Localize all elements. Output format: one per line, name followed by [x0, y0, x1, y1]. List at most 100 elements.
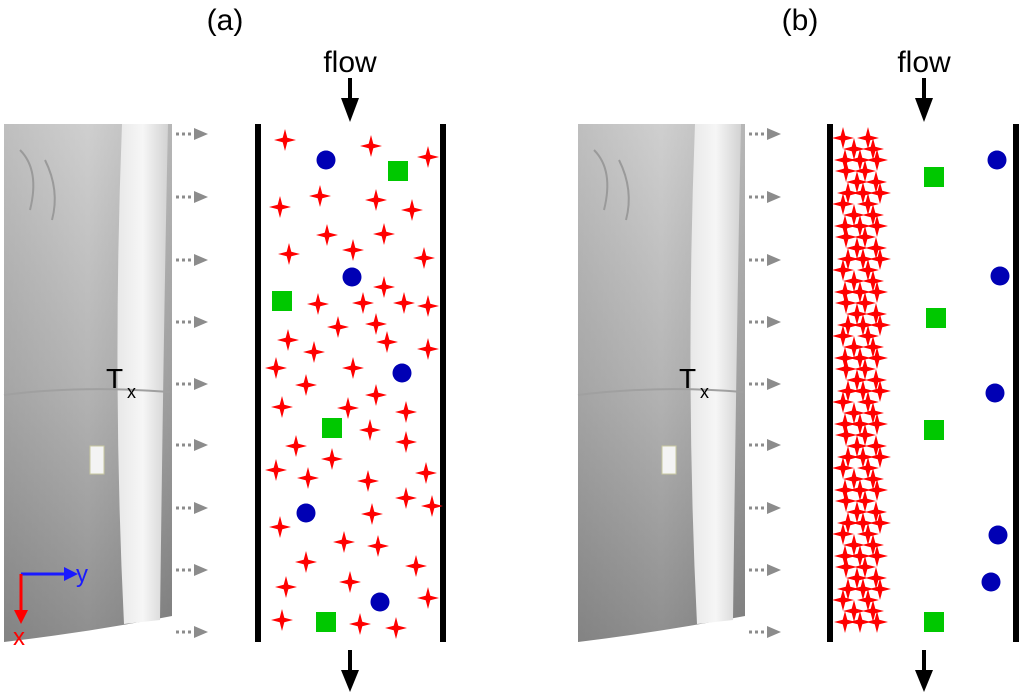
star-particle [857, 193, 879, 215]
star-particle [843, 204, 865, 226]
star-particle [862, 468, 884, 490]
star-particle [857, 391, 879, 413]
star-particle [865, 567, 887, 589]
x-axis-label: x [13, 624, 25, 651]
star-particle [271, 609, 293, 631]
star-particle [835, 226, 857, 248]
square-particle [926, 308, 946, 328]
star-particle [417, 338, 439, 360]
circle-particle [990, 266, 1010, 286]
star-particle [834, 215, 856, 237]
star-particle [365, 189, 387, 211]
star-particle [862, 402, 884, 424]
star-particle [834, 347, 856, 369]
circle-particle [981, 572, 1001, 592]
star-particle [852, 578, 874, 600]
star-particle [349, 613, 371, 635]
star-particle [832, 259, 854, 281]
star-particle [869, 314, 891, 336]
star-particle [265, 459, 287, 481]
star-particle [865, 369, 887, 391]
circle-particle [296, 503, 316, 523]
weld-band-a [117, 124, 168, 624]
star-particle [869, 248, 891, 270]
pipe-photo-a [3, 124, 172, 642]
star-particle [837, 446, 859, 468]
star-particle [849, 413, 871, 435]
star-particle [865, 501, 887, 523]
circle-particle [370, 592, 390, 612]
square-particle [316, 612, 336, 632]
star-particle [269, 516, 291, 538]
star-particle [857, 589, 879, 611]
circle-particle [342, 267, 362, 287]
star-particle [843, 600, 865, 622]
star-particle [852, 380, 874, 402]
star-particle [357, 470, 379, 492]
star-particle [854, 160, 876, 182]
star-particle [265, 357, 287, 379]
square-particle [924, 420, 944, 440]
star-particle [837, 314, 859, 336]
star-particle [849, 149, 871, 171]
star-particle [832, 193, 854, 215]
star-particle [834, 413, 856, 435]
star-particle [275, 576, 297, 598]
star-particle [846, 237, 868, 259]
circle-particle [987, 150, 1007, 170]
star-particle [274, 129, 296, 151]
heat-arrow [176, 439, 208, 451]
star-particle [295, 551, 317, 573]
heat-arrow [176, 378, 208, 390]
star-particle [835, 160, 857, 182]
star-particle [277, 329, 299, 351]
particles-b [832, 127, 1010, 633]
heat-arrow [176, 502, 208, 514]
star-particle [297, 467, 319, 489]
star-particle [352, 292, 374, 314]
flow-arrow-bottom-a [341, 650, 359, 692]
star-particle [854, 358, 876, 380]
temperature-subscript-a: x [127, 382, 136, 402]
star-particle [373, 276, 395, 298]
weld-band-b [690, 124, 741, 624]
star-particle [854, 556, 876, 578]
star-particle [393, 292, 415, 314]
star-particle [862, 600, 884, 622]
heat-arrow [749, 316, 781, 328]
star-particle [269, 196, 291, 218]
star-particle [365, 384, 387, 406]
star-particle [865, 237, 887, 259]
star-particle [837, 380, 859, 402]
heat-arrow [749, 502, 781, 514]
star-particle [834, 545, 856, 567]
star-particle [327, 316, 349, 338]
star-particle [843, 534, 865, 556]
star-particle [832, 523, 854, 545]
flow-arrow-top-b [915, 78, 933, 122]
axis-indicator: y x [13, 561, 88, 651]
star-particle [862, 270, 884, 292]
star-particle [278, 243, 300, 265]
star-particle [866, 479, 888, 501]
square-particle [924, 612, 944, 632]
star-particle [869, 578, 891, 600]
star-particle [843, 270, 865, 292]
star-particle [342, 357, 364, 379]
particles-a [265, 129, 443, 639]
star-particle [852, 248, 874, 270]
star-particle [866, 611, 888, 633]
star-particle [846, 435, 868, 457]
square-particle [924, 167, 944, 187]
star-particle [866, 413, 888, 435]
star-particle [367, 535, 389, 557]
flow-label-a: flow [323, 46, 377, 79]
star-particle [865, 435, 887, 457]
star-particle [417, 587, 439, 609]
star-particle [852, 446, 874, 468]
star-particle [846, 567, 868, 589]
heat-arrow [749, 626, 781, 638]
heat-arrow [749, 564, 781, 576]
star-particle [321, 448, 343, 470]
star-particle [862, 204, 884, 226]
